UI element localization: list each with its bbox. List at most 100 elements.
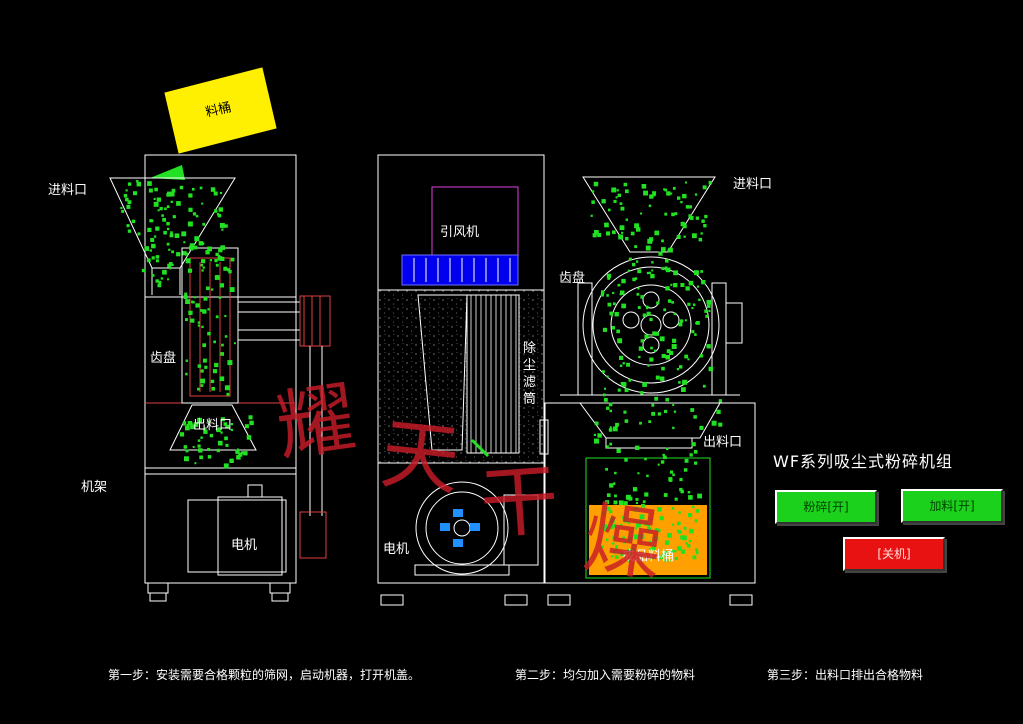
particle <box>620 206 625 211</box>
particle <box>150 238 155 242</box>
particle <box>609 409 612 413</box>
particle <box>637 306 641 309</box>
particle <box>683 526 687 530</box>
particle <box>672 426 675 430</box>
particle <box>218 207 223 212</box>
particle <box>666 349 671 354</box>
particle <box>691 442 696 447</box>
particle <box>207 331 211 336</box>
particle <box>662 553 666 557</box>
crush-on-button[interactable]: 粉碎[开] <box>775 490 877 524</box>
particle <box>221 228 224 231</box>
particle <box>681 387 686 392</box>
particle <box>153 235 157 238</box>
feed-on-button[interactable]: 加料[开] <box>901 489 1003 523</box>
particle <box>606 538 609 541</box>
particle <box>613 500 618 505</box>
particle <box>229 458 234 463</box>
discharge-right-label: 出料口 <box>703 435 743 450</box>
particle <box>207 455 212 459</box>
particle <box>695 550 699 554</box>
particle <box>594 438 599 444</box>
particle <box>663 550 669 556</box>
particle <box>201 202 204 205</box>
particle <box>657 463 660 466</box>
particle <box>602 524 607 529</box>
particle <box>127 200 132 205</box>
particle <box>672 187 676 190</box>
particle <box>192 301 195 304</box>
particle <box>628 521 631 524</box>
particle <box>201 259 206 264</box>
particle <box>616 329 620 334</box>
particle <box>203 429 208 434</box>
particle <box>204 365 208 369</box>
particle <box>623 501 628 506</box>
particle <box>673 270 678 276</box>
particle <box>192 212 197 216</box>
particle <box>657 412 661 416</box>
particle <box>685 205 690 209</box>
particle <box>620 524 623 527</box>
particle <box>164 207 167 211</box>
particle <box>203 427 207 430</box>
particle <box>123 194 128 198</box>
shutdown-button[interactable]: [关机] <box>843 537 945 571</box>
particle <box>193 422 199 427</box>
particle <box>131 219 136 224</box>
particle <box>694 193 698 196</box>
particle <box>682 224 687 229</box>
particle <box>677 196 681 200</box>
particle <box>220 223 225 228</box>
particle <box>627 548 632 554</box>
particle <box>207 447 211 451</box>
particle <box>185 258 191 264</box>
particle <box>655 331 659 336</box>
particle <box>217 213 222 218</box>
particle <box>651 269 654 272</box>
particle <box>688 495 693 500</box>
particle <box>687 491 691 494</box>
particle <box>680 489 684 494</box>
particle <box>241 451 245 455</box>
particle <box>198 448 203 453</box>
particle <box>197 321 201 324</box>
particle <box>637 520 643 525</box>
particle <box>233 342 236 345</box>
particle <box>621 278 626 284</box>
particle <box>166 193 170 197</box>
particle <box>603 387 606 390</box>
particle <box>609 518 615 523</box>
particle <box>218 296 222 299</box>
particle <box>647 524 651 528</box>
particle <box>126 224 130 228</box>
particle <box>615 196 618 199</box>
particle <box>149 249 152 252</box>
particle <box>217 440 223 446</box>
particle <box>121 210 125 213</box>
particle <box>159 207 163 211</box>
particle <box>223 422 227 426</box>
particle <box>590 214 593 217</box>
particle <box>706 344 711 349</box>
particle <box>648 204 652 208</box>
particle <box>661 267 665 270</box>
particle <box>182 251 187 256</box>
particle <box>184 292 188 296</box>
particle <box>127 182 132 186</box>
particle <box>168 248 171 251</box>
particle <box>663 188 666 191</box>
particle <box>136 180 139 183</box>
particle <box>698 237 703 242</box>
particle <box>634 245 638 249</box>
particle <box>668 477 673 482</box>
particle <box>660 376 665 381</box>
particle <box>207 308 210 311</box>
feed-inlet-right-label: 进料口 <box>733 177 773 192</box>
particle <box>623 518 628 523</box>
particle <box>663 455 667 460</box>
particle <box>641 184 647 189</box>
particle <box>160 277 163 280</box>
particle <box>592 233 597 238</box>
